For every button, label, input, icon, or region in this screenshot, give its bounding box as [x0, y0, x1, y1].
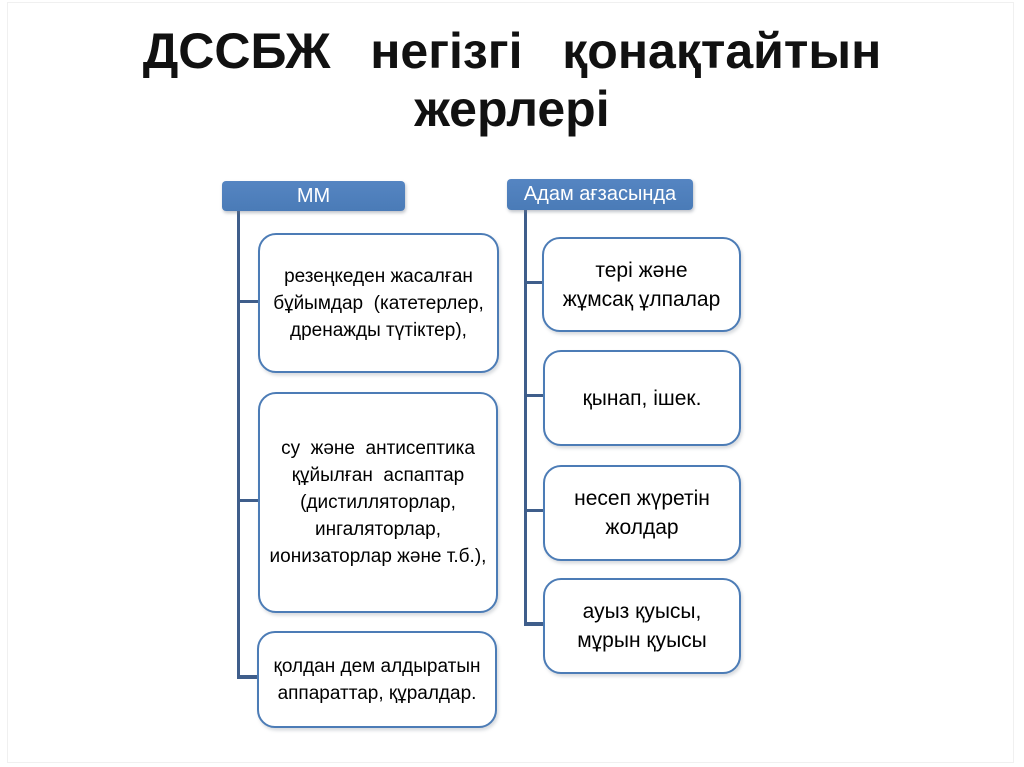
- diagram-node-breathing-apparatus: қолдан дем алдыратын аппараттар, құралда…: [257, 631, 497, 728]
- diagram-node-rubber-products: резеңкеден жасалған бұйымдар (катетерлер…: [258, 233, 499, 373]
- diagram-node-text: ауыз қуысы, мұрын қуысы: [577, 600, 707, 652]
- column-header-mm-label: ММ: [296, 184, 331, 207]
- connector-stub-left-1: [239, 300, 258, 303]
- diagram-node-text: резеңкеден жасалған бұйымдар (катетерлер…: [273, 265, 484, 341]
- diagram-node-text: несеп жүретін жолдар: [574, 487, 710, 539]
- diagram-node-urinary-tract: несеп жүретін жолдар: [543, 465, 741, 561]
- connector-elbow-right-4: [524, 622, 543, 626]
- diagram-node-vagina-intestine: қынап, ішек.: [543, 350, 741, 446]
- column-header-mm: ММ: [222, 181, 405, 211]
- slide-title: ДССБЖ негізгі қонақтайтын жерлері: [142, 23, 882, 137]
- connector-vertical-left: [237, 209, 240, 679]
- diagram-node-text: қолдан дем алдыратын аппараттар, құралда…: [273, 655, 481, 704]
- connector-elbow-left-3: [237, 675, 258, 679]
- diagram-node-water-antiseptic-devices: су және антисептика құйылған аспаптар (д…: [258, 392, 498, 613]
- diagram-node-oral-nasal-cavity: ауыз қуысы, мұрын қуысы: [543, 578, 741, 674]
- column-header-adam-label: Адам ағзасында: [523, 183, 677, 205]
- connector-stub-right-1: [526, 281, 543, 284]
- diagram-node-skin-soft-tissues: тері және жұмсақ ұлпалар: [542, 237, 741, 332]
- connector-stub-right-2: [526, 394, 543, 397]
- diagram-node-text: тері және жұмсақ ұлпалар: [562, 258, 721, 311]
- connector-stub-right-3: [526, 509, 543, 512]
- connector-stub-left-2: [239, 499, 258, 502]
- diagram-node-text: су және антисептика құйылған аспаптар (д…: [269, 438, 487, 567]
- diagram-node-text: қынап, ішек.: [582, 386, 702, 410]
- column-header-adam: Адам ағзасында: [507, 179, 693, 210]
- connector-vertical-right: [524, 209, 527, 626]
